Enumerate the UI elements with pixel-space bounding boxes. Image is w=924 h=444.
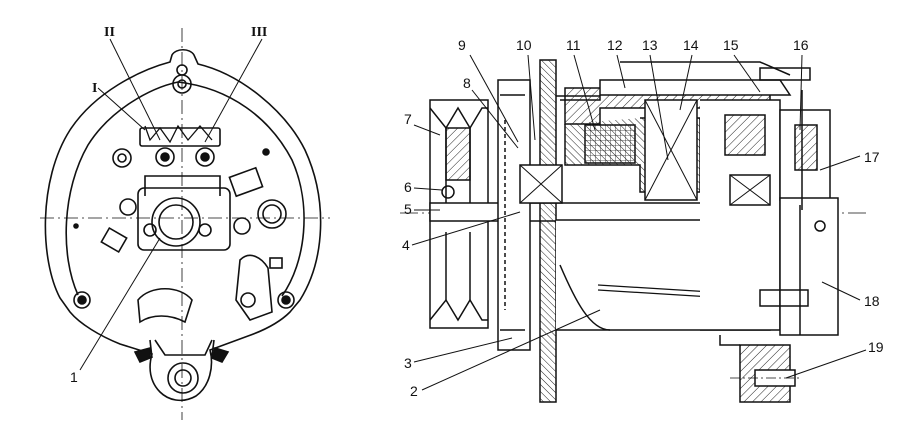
- label-14: 14: [683, 37, 699, 53]
- label-9: 9: [458, 37, 466, 53]
- section-view-callouts: 7 8 9 10 11 12 13 14 15 16 17 18 19 6 5 …: [402, 37, 884, 399]
- terminal-block: [137, 187, 231, 251]
- end-view: [40, 28, 330, 420]
- housing-outline: [44, 48, 322, 402]
- label-6: 6: [404, 179, 412, 195]
- label-roman-i: I: [92, 81, 97, 96]
- terminal-ii: [155, 147, 175, 167]
- label-5: 5: [404, 201, 412, 217]
- label-3: 3: [404, 355, 412, 371]
- label-15: 15: [723, 37, 739, 53]
- label-2: 2: [410, 383, 418, 399]
- shaft-boss: [151, 197, 201, 247]
- label-roman-ii: II: [104, 25, 115, 40]
- label-roman-iii: III: [251, 25, 267, 40]
- section-view: [400, 59, 870, 403]
- bottom-mount-hole: [167, 362, 199, 394]
- label-16: 16: [793, 37, 809, 53]
- section-view-leaders: [411, 54, 867, 391]
- label-8: 8: [463, 75, 471, 91]
- fan: [497, 79, 531, 351]
- label-19: 19: [868, 339, 884, 355]
- end-view-leaders: [79, 38, 263, 371]
- front-cover: [539, 59, 557, 403]
- rear-cover: [779, 197, 839, 336]
- label-part-1: 1: [70, 369, 78, 385]
- label-11: 11: [566, 37, 581, 53]
- label-18: 18: [864, 293, 880, 309]
- vent-slot-left: [137, 288, 193, 324]
- label-12: 12: [607, 37, 623, 53]
- label-7: 7: [404, 111, 412, 127]
- label-17: 17: [864, 149, 880, 165]
- label-10: 10: [516, 37, 532, 53]
- label-13: 13: [642, 37, 658, 53]
- label-4: 4: [402, 237, 410, 253]
- housing-inner-edge: [65, 81, 305, 297]
- terminal-iii: [195, 147, 215, 167]
- vent-slot-lower: [154, 339, 213, 356]
